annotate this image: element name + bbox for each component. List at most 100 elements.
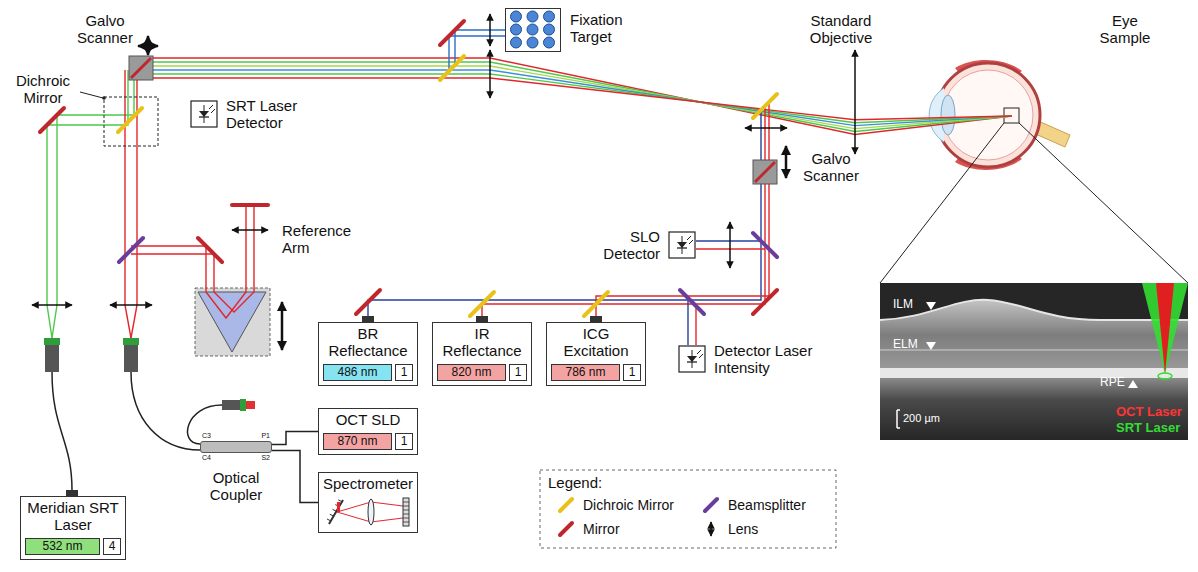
box-heading: IR Reflectance xyxy=(437,326,527,360)
legend-frame xyxy=(540,470,836,548)
fixation-dots xyxy=(527,37,538,48)
spectrometer-icon xyxy=(403,513,409,514)
photodiode-symbol xyxy=(687,356,697,362)
photodiode-symbol xyxy=(699,354,703,358)
photodiode-symbol xyxy=(209,105,213,109)
mirror xyxy=(440,21,464,45)
legend-sample xyxy=(560,523,572,535)
legend-item: Dichroic Mirror xyxy=(555,496,674,514)
oct-bscan-inset xyxy=(880,368,1188,378)
photodiode-symbol xyxy=(697,350,701,354)
legend-sample xyxy=(700,520,722,538)
photodiode-symbol xyxy=(669,232,695,258)
count-cell: 1 xyxy=(395,364,413,381)
spectrometer-icon xyxy=(403,505,409,506)
wavelength-row: 786 nm1 xyxy=(551,364,641,381)
dichroic-callout xyxy=(104,97,158,146)
port-label: C4 xyxy=(202,454,211,462)
image-annotation: RPE xyxy=(1100,376,1125,390)
mirror xyxy=(40,21,777,314)
spectrometer-icon xyxy=(403,498,409,526)
wavelength-cell: 786 nm xyxy=(551,364,620,381)
photodiode-symbol xyxy=(678,345,706,373)
photodiode-symbol xyxy=(191,101,217,127)
oct-bscan-inset xyxy=(896,410,898,428)
spectrometer-box: Spectrometer xyxy=(318,472,418,533)
fiber-connector-line xyxy=(272,451,318,503)
image-annotation: SRT Laser xyxy=(1116,421,1180,436)
fixation-target: Fixation Target xyxy=(505,8,561,52)
oct-bscan-inset xyxy=(897,409,900,411)
beamsplitter xyxy=(119,238,143,262)
spectrometer-icon xyxy=(330,514,334,516)
galvo-scanner xyxy=(147,36,150,55)
legend-item: Lens xyxy=(700,520,758,538)
legend-sample xyxy=(705,499,717,511)
galvo-scanner xyxy=(755,162,775,182)
laser-beam xyxy=(131,305,137,338)
mirror xyxy=(356,290,380,314)
galvo-scanner xyxy=(785,146,788,178)
mirror xyxy=(198,238,222,262)
spectrometer-icon xyxy=(333,509,337,511)
fixation-dots xyxy=(506,9,559,50)
fiber-connector xyxy=(240,399,246,411)
wavelength-row: 870 nm1 xyxy=(323,433,413,450)
legend-text: Mirror xyxy=(583,521,620,537)
oct-bscan-inset xyxy=(1128,380,1138,388)
image-annotation: ILM xyxy=(893,298,913,312)
wavelength-cell: 820 nm xyxy=(437,364,506,381)
laser-beam xyxy=(57,70,134,305)
coupler-body xyxy=(200,441,272,453)
photodiode-symbol xyxy=(199,111,209,117)
oct-bscan-inset xyxy=(926,342,936,350)
count-cell: 1 xyxy=(395,433,413,450)
wavelength-cell: 532 nm xyxy=(25,538,100,555)
light-source-box: Meridian SRT Laser532 nm4 xyxy=(20,496,126,560)
mirror xyxy=(232,203,268,207)
lens xyxy=(745,127,787,129)
legend-sample xyxy=(710,522,712,536)
legend-text: Lens xyxy=(728,521,758,537)
spectrometer-icon xyxy=(323,496,413,528)
dichroic-callout xyxy=(80,92,103,98)
eye-illustration xyxy=(929,60,1070,170)
laser-beam xyxy=(687,300,688,345)
photodiode-symbol xyxy=(679,346,705,372)
part-label: Standard Objective xyxy=(800,12,882,47)
box-heading: Spectrometer xyxy=(323,476,413,493)
oct-bscan-inset xyxy=(880,283,1188,440)
spectrometer-icon xyxy=(403,509,409,510)
photodiode-symbol xyxy=(199,116,209,117)
spectrometer-icon xyxy=(338,500,342,502)
galvo-scanner xyxy=(753,160,777,184)
laser-beam xyxy=(141,58,1012,135)
fiber-connector xyxy=(45,345,59,372)
component-label: Optical Coupler xyxy=(186,470,286,504)
spectrometer-icon xyxy=(403,517,409,518)
photodiode-symbol xyxy=(677,242,687,248)
spectrometer-icon xyxy=(371,502,403,506)
laser-beam xyxy=(47,30,1012,345)
fixation-dots xyxy=(511,11,522,22)
image-annotation: ELM xyxy=(893,338,918,352)
light-source-box: IR Reflectance820 nm1 xyxy=(432,322,532,386)
laser-beam xyxy=(136,70,137,305)
laser-beam xyxy=(52,305,57,338)
spectrometer-icon xyxy=(337,502,371,512)
lens xyxy=(32,304,72,306)
reference-prism xyxy=(195,288,282,356)
legend-sample xyxy=(555,496,577,514)
fixation-dots xyxy=(544,11,555,22)
fiber-connector-line xyxy=(272,431,318,444)
part-label: Dichroic Mirror xyxy=(8,72,78,107)
fiber-connector xyxy=(124,345,138,372)
photodetector: SRT Laser Detector xyxy=(190,100,218,128)
dichroic-mirror xyxy=(584,292,608,316)
image-annotation: OCT Laser xyxy=(1116,405,1182,420)
lens xyxy=(729,222,731,268)
legend-text: Dichroic Mirror xyxy=(583,497,674,513)
spectrometer-icon xyxy=(403,521,409,522)
light-source-box: BR Reflectance486 nm1 xyxy=(318,322,418,386)
dichroic-callout xyxy=(80,92,158,146)
